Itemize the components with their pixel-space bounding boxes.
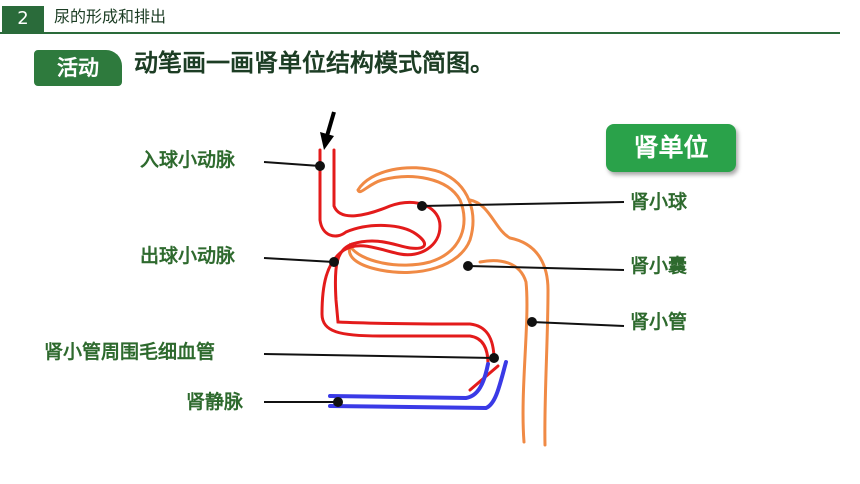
label-bowman-capsule: 肾小囊 bbox=[630, 255, 688, 277]
label-peritubular-capillary: 肾小管周围毛细血管 bbox=[44, 341, 216, 363]
slide-header: 2 尿的形成和排出 bbox=[0, 0, 860, 36]
nephron-badge: 肾单位 bbox=[606, 124, 736, 172]
blood-flow-arrow-icon bbox=[320, 111, 336, 150]
artery-drawing bbox=[318, 148, 500, 392]
activity-badge: 活动 bbox=[34, 50, 122, 86]
vein-drawing bbox=[328, 360, 508, 411]
leader-lines bbox=[263, 161, 625, 407]
label-glomerulus: 肾小球 bbox=[630, 191, 688, 213]
label-renal-tubule: 肾小管 bbox=[630, 311, 688, 333]
section-number: 2 bbox=[2, 6, 44, 32]
section-title: 尿的形成和排出 bbox=[54, 7, 167, 26]
label-efferent-arteriole: 出球小动脉 bbox=[140, 245, 236, 267]
label-renal-vein: 肾静脉 bbox=[186, 391, 244, 413]
activity-title: 动笔画一画肾单位结构模式简图。 bbox=[134, 49, 494, 77]
header-divider bbox=[0, 32, 840, 34]
label-afferent-arteriole: 入球小动脉 bbox=[140, 149, 236, 171]
